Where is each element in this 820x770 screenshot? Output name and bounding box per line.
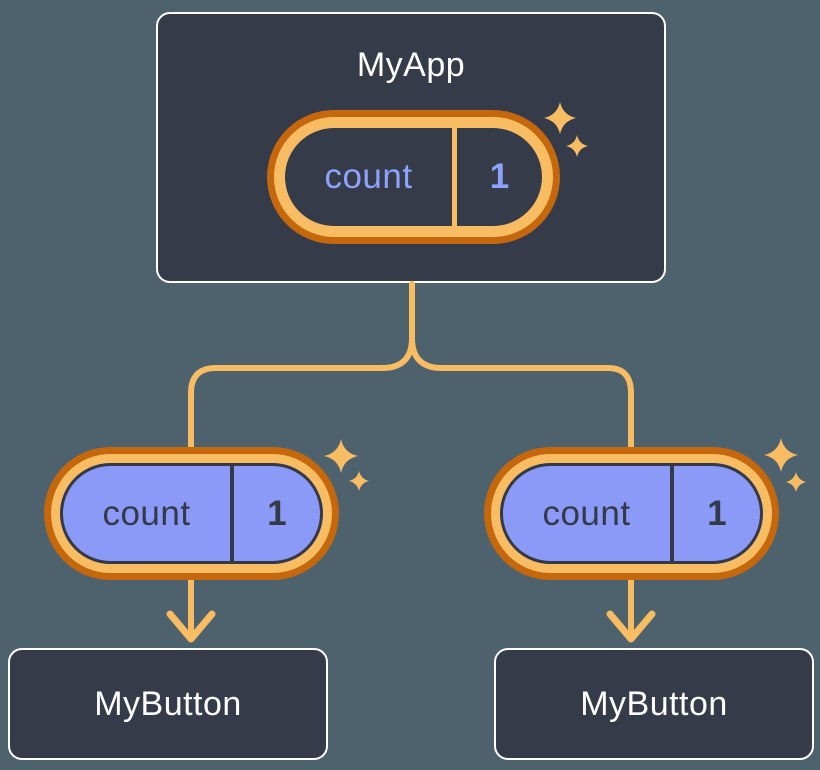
state-pill-value: 1 [489, 157, 510, 196]
prop-pill-right-divider [670, 466, 675, 561]
prop-pill-left-value: 1 [267, 493, 287, 533]
prop-pill-left-label-cell: count [63, 466, 230, 561]
child-component-node-right: MyButton [494, 648, 814, 760]
child-left-title: MyButton [94, 684, 242, 723]
prop-pill-right-label-cell: count [503, 466, 670, 561]
prop-pill-right-value-cell: 1 [674, 466, 760, 561]
prop-pill-right-value: 1 [707, 493, 727, 533]
arrowhead-right-icon [606, 610, 656, 643]
root-component-node: MyApp count 1 [156, 12, 666, 283]
prop-pill-right-body: count 1 [500, 463, 763, 564]
state-pill-label-cell: count [285, 128, 452, 226]
prop-pill-right: count 1 [484, 447, 779, 580]
state-pill-divider [452, 128, 458, 226]
prop-pill-left-ring: count 1 [51, 454, 332, 573]
state-pill-body: count 1 [285, 128, 542, 226]
root-component-title: MyApp [356, 46, 466, 84]
sparkle-icon [324, 439, 358, 473]
prop-pill-left-label: count [102, 493, 191, 533]
state-pill-value-cell: 1 [457, 128, 542, 226]
sparkle-icon [349, 471, 369, 491]
prop-pill-left-value-cell: 1 [234, 466, 320, 561]
arrowhead-left-icon [166, 610, 216, 643]
prop-pill-right-ring: count 1 [491, 454, 772, 573]
root-state-pill: count 1 [267, 110, 560, 244]
state-pill-ring: count 1 [274, 117, 553, 237]
state-pill-label: count [324, 157, 413, 196]
child-component-node-left: MyButton [8, 648, 328, 760]
sparkle-icon [764, 438, 798, 472]
sparkle-icon [786, 472, 806, 492]
prop-pill-left-body: count 1 [60, 463, 323, 564]
prop-pill-right-label: count [542, 493, 631, 533]
child-right-title: MyButton [580, 684, 728, 723]
prop-pill-left: count 1 [44, 447, 339, 580]
